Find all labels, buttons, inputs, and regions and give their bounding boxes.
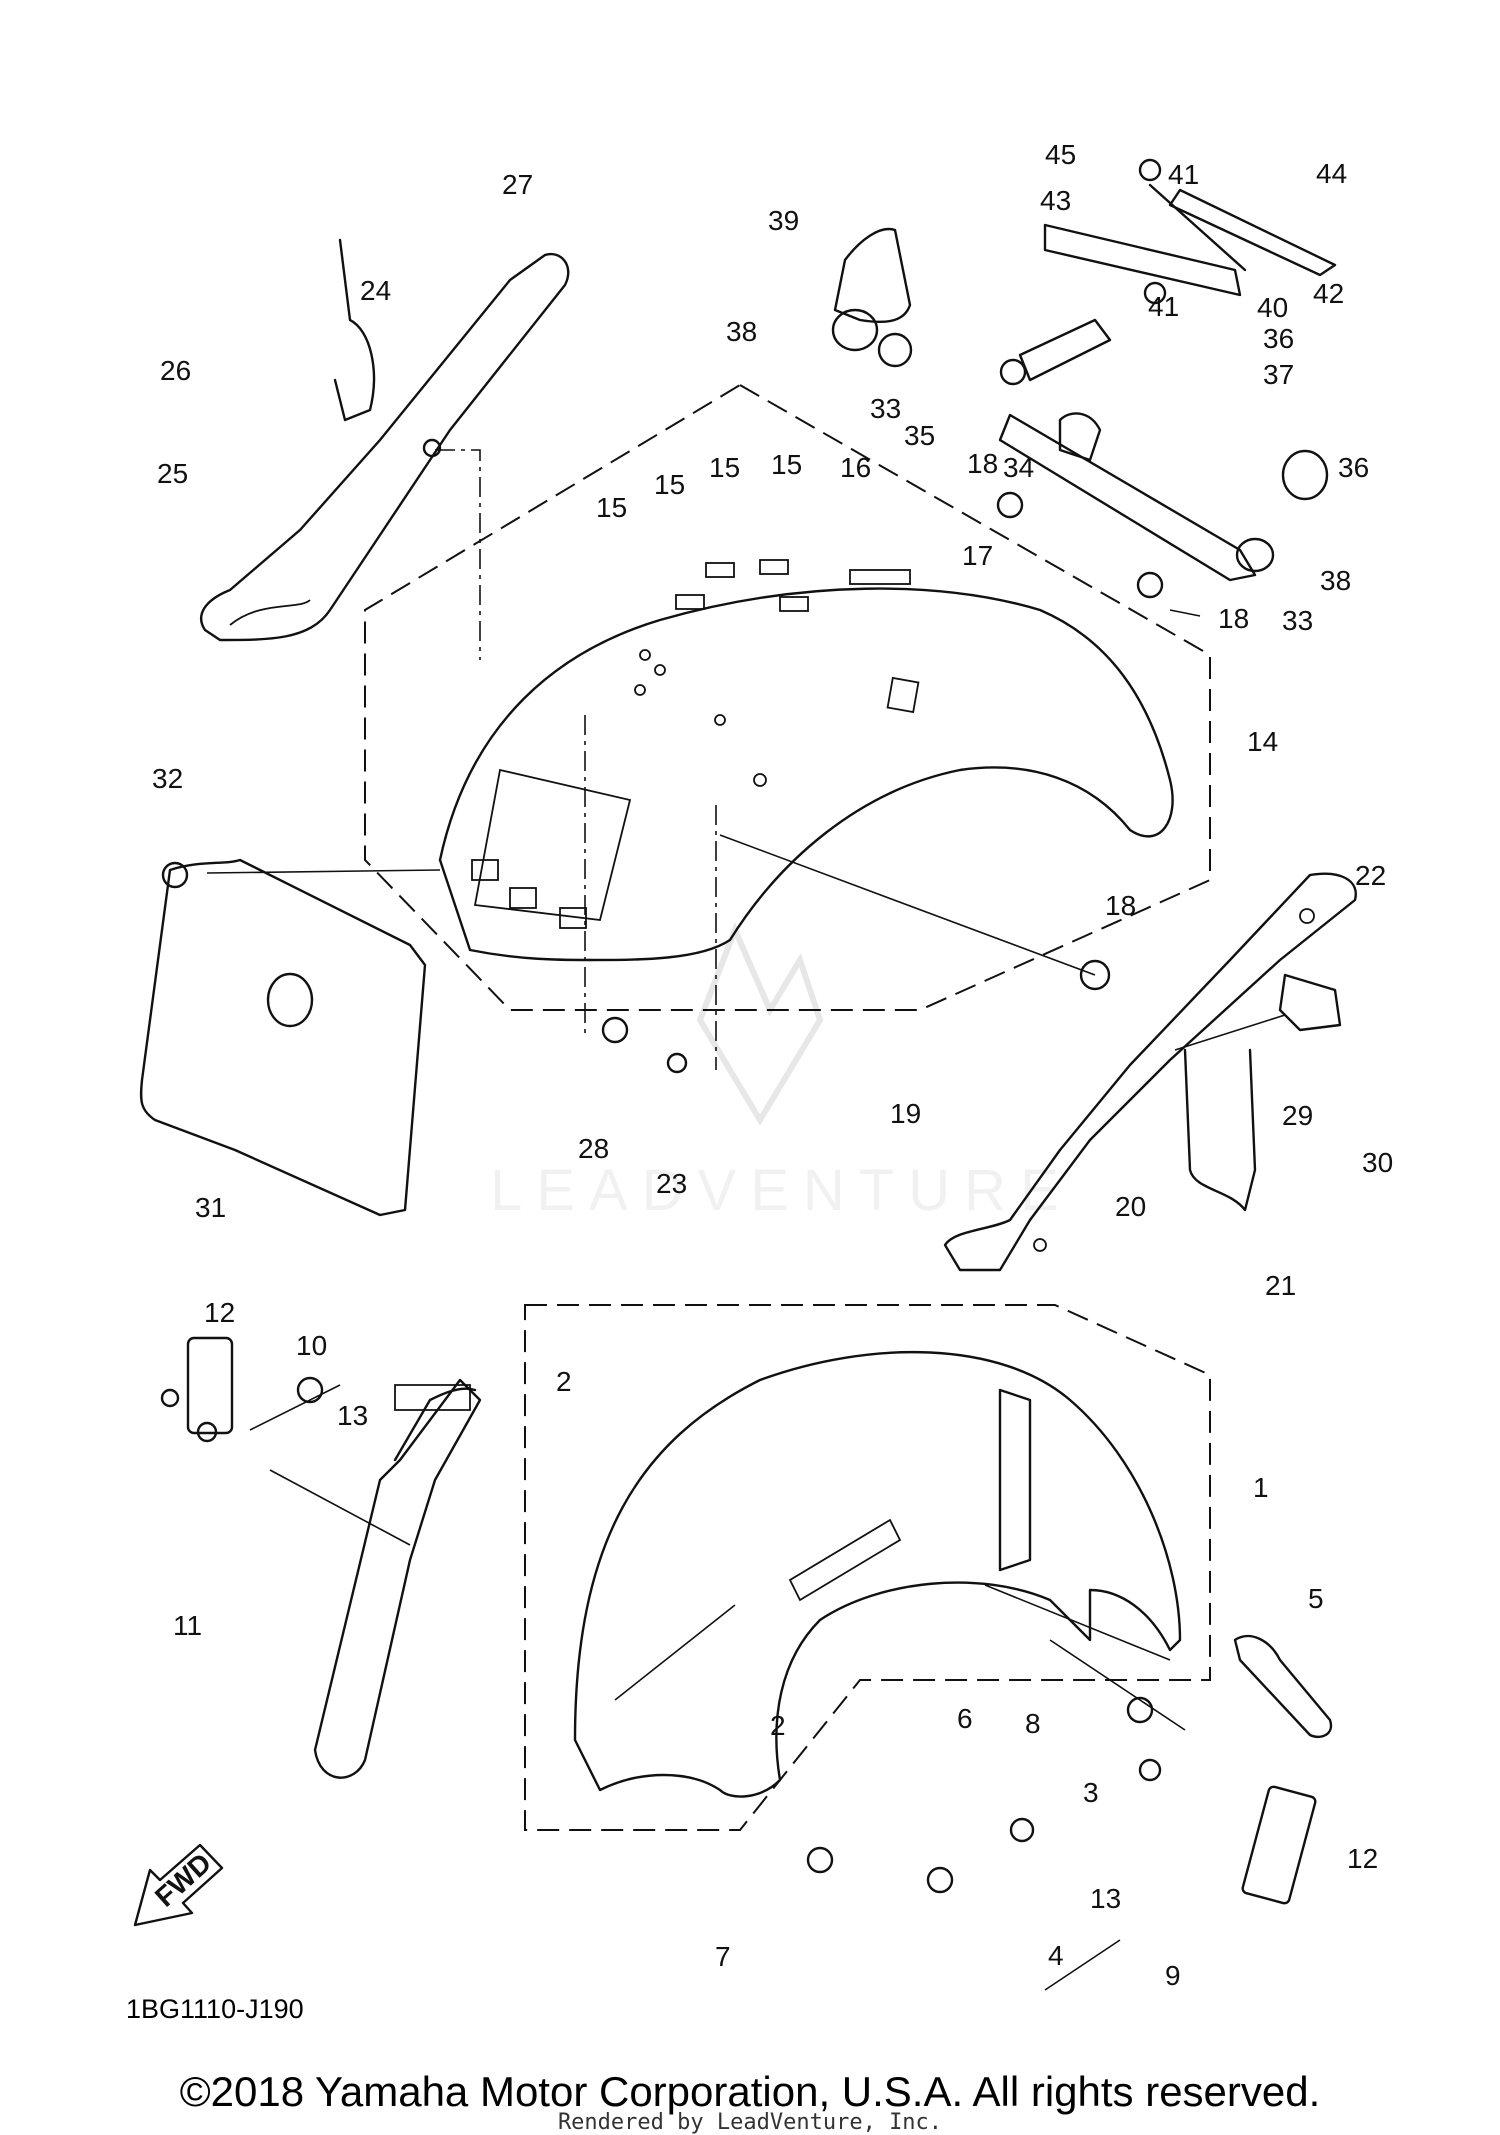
callout-36a: 36	[1263, 323, 1294, 354]
callout-2b: 2	[770, 1710, 786, 1741]
callout-25: 25	[157, 458, 188, 489]
callout-35: 35	[904, 420, 935, 451]
label-15	[675, 594, 705, 610]
front-fork	[313, 1378, 482, 1779]
callout-12b: 12	[1347, 1843, 1378, 1874]
callout-37: 37	[1263, 359, 1294, 390]
callout-13: 13	[337, 1400, 368, 1431]
callout-17: 17	[962, 540, 993, 571]
callout-36b: 36	[1338, 452, 1369, 483]
hole	[422, 438, 442, 458]
rear-stay-24	[199, 238, 570, 642]
callout-21: 21	[1265, 1270, 1296, 1301]
callout-34: 34	[1003, 452, 1034, 483]
rear-stay-19	[943, 872, 1357, 1272]
callout-22: 22	[1355, 860, 1386, 891]
fender-1-boundary	[524, 1304, 1211, 1831]
callout-45: 45	[1045, 139, 1076, 170]
callout-3: 3	[1083, 1777, 1099, 1808]
callout-15b: 15	[654, 469, 685, 500]
callouts: 1 2 2 3 4 5 6 7 8 9 10 11 12 12 13 13 14…	[152, 139, 1393, 1991]
callout-38b: 38	[1320, 565, 1351, 596]
callout-41b: 41	[1148, 291, 1179, 322]
callout-11: 11	[173, 1610, 202, 1641]
callout-6: 6	[957, 1703, 973, 1734]
callout-33b: 33	[1282, 605, 1313, 636]
callout-18a: 18	[967, 448, 998, 479]
callout-43: 43	[1040, 185, 1071, 216]
callout-39: 39	[768, 205, 799, 236]
license-bracket-assembly	[831, 158, 1337, 582]
callout-16: 16	[840, 452, 871, 483]
callout-13b: 13	[1090, 1883, 1121, 1914]
leader-lines	[206, 449, 1286, 1991]
callout-15a: 15	[596, 492, 627, 523]
callout-9: 9	[1165, 1960, 1181, 1991]
rendered-by-notice: Rendered by LeadVenture, Inc.	[557, 2110, 943, 2135]
callout-23: 23	[656, 1168, 687, 1199]
reflector-slot	[471, 859, 499, 881]
reflector-12-right	[1241, 1785, 1317, 1905]
callout-33a: 33	[870, 393, 901, 424]
callout-38a: 38	[726, 316, 757, 347]
callout-30: 30	[1362, 1147, 1393, 1178]
callout-2: 2	[556, 1366, 572, 1397]
callout-29: 29	[1282, 1100, 1313, 1131]
reflector-12-left	[186, 1336, 234, 1435]
part-5	[1233, 1634, 1333, 1739]
callout-18b: 18	[1218, 603, 1249, 634]
callout-19: 19	[890, 1098, 921, 1129]
callout-15c: 15	[709, 452, 740, 483]
callout-32: 32	[152, 763, 183, 794]
callout-26: 26	[160, 355, 191, 386]
callout-1: 1	[1253, 1472, 1269, 1503]
callout-24: 24	[360, 275, 391, 306]
callout-28: 28	[578, 1133, 609, 1164]
callout-41a: 41	[1168, 159, 1199, 190]
callout-31: 31	[195, 1192, 226, 1223]
callout-10: 10	[296, 1330, 327, 1361]
callout-14: 14	[1247, 726, 1278, 757]
callout-5: 5	[1308, 1583, 1324, 1614]
callout-18c: 18	[1105, 890, 1136, 921]
switch-29	[1278, 973, 1342, 1032]
callout-7: 7	[715, 1941, 731, 1972]
callout-12: 12	[204, 1297, 235, 1328]
rear-fender-14	[438, 559, 1174, 962]
front-fender-1	[573, 1351, 1182, 1798]
callout-27: 27	[502, 169, 533, 200]
callout-4: 4	[1048, 1940, 1064, 1971]
fwd-arrow-icon: FWD	[133, 1843, 224, 1927]
hardware	[160, 491, 1164, 1894]
leadventure-watermark-logo: LEADVENTURE	[490, 922, 1073, 1223]
fender-14-boundary	[364, 383, 1211, 1011]
callout-44: 44	[1316, 158, 1347, 189]
callout-40: 40	[1257, 292, 1288, 323]
watermark-text: LEADVENTURE	[490, 1158, 1073, 1223]
callout-8: 8	[1025, 1708, 1041, 1739]
callout-42: 42	[1313, 278, 1344, 309]
callout-15d: 15	[771, 449, 802, 480]
copyright-notice: ©2018 Yamaha Motor Corporation, U.S.A. A…	[179, 2068, 1321, 2115]
cover-plate-31	[139, 858, 427, 1217]
callout-20: 20	[1115, 1191, 1146, 1222]
diagram-code: 1BG1110-J190	[126, 1994, 304, 2024]
